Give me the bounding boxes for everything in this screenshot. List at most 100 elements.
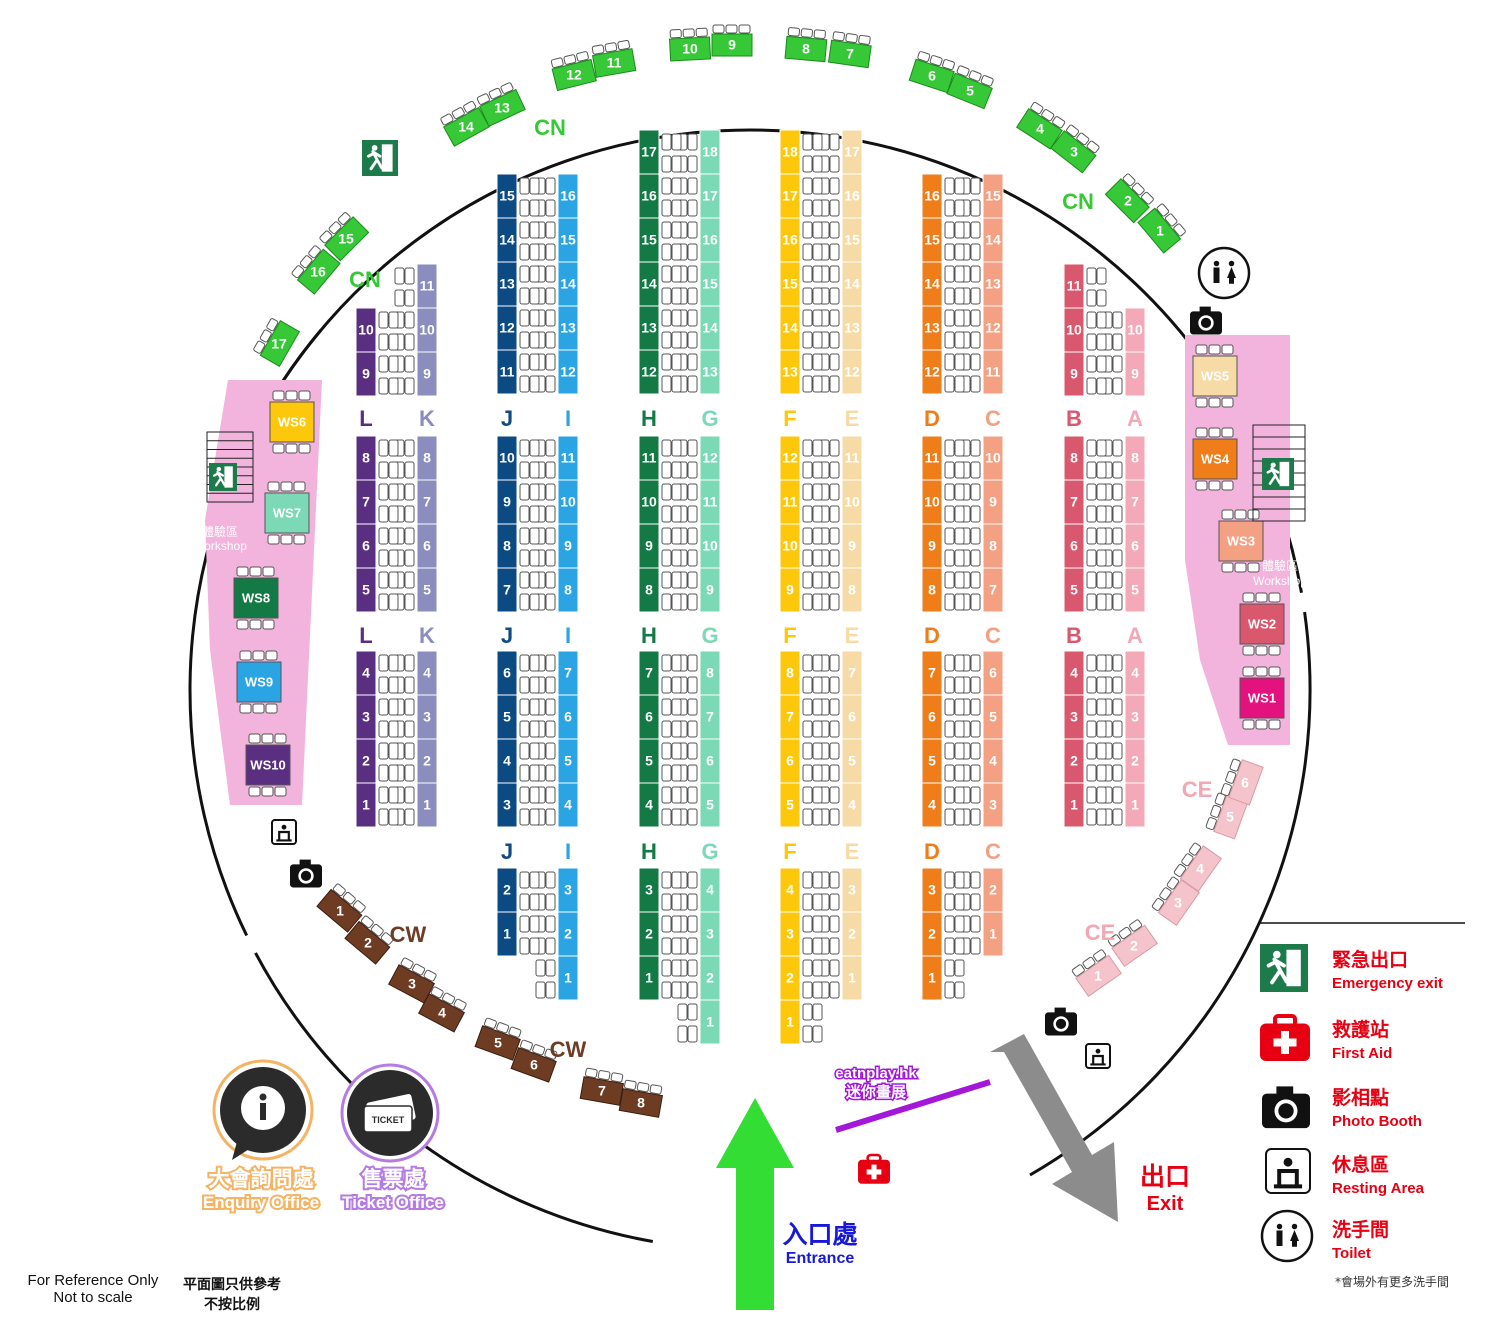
chair-icon [519, 764, 530, 782]
chair-icon [545, 527, 556, 545]
camera-lens [1055, 1018, 1067, 1030]
booth-l1 [355, 782, 377, 828]
toilet-ring [1260, 1209, 1314, 1263]
booth-number: 10 [1066, 322, 1082, 338]
chair-icon [624, 1079, 637, 1090]
chair-icon [970, 676, 981, 694]
chair-icon [1086, 289, 1097, 307]
chair-icon [1255, 645, 1268, 656]
chair-icon [378, 333, 389, 351]
chair-icon [519, 742, 530, 760]
chair-icon [519, 221, 530, 239]
zone-label-ce: CE [1182, 777, 1213, 802]
ring-booth-number: 6 [928, 68, 936, 84]
chair-icon [661, 698, 672, 716]
chair-icon [545, 505, 556, 523]
legend-label-en: Toilet [1332, 1245, 1371, 1262]
chair-icon [944, 959, 955, 977]
ring-booth-body [1228, 759, 1264, 806]
workshop-label: WS4 [1201, 451, 1230, 466]
legend-label-en: Photo Booth [1332, 1113, 1422, 1130]
booth-c11 [982, 349, 1004, 395]
chair-icon [970, 593, 981, 611]
chair-icon [944, 676, 955, 694]
chair-icon [687, 871, 698, 889]
chair-icon [1242, 645, 1255, 656]
chair-icon [404, 549, 415, 567]
chair-icon [661, 199, 672, 217]
chair-icon [954, 221, 965, 239]
chair-icon [576, 51, 589, 62]
column-letter-h: H [641, 839, 657, 864]
booth-number: 10 [782, 538, 798, 554]
chair-icon [661, 937, 672, 955]
chair-icon [239, 650, 252, 661]
chair-icon [954, 981, 965, 999]
chair-icon [954, 959, 965, 977]
chair-icon [388, 377, 399, 395]
chair-icon [802, 375, 813, 393]
ring-booth-number: 4 [438, 1005, 446, 1021]
legend-emergency-exit-icon [1260, 944, 1308, 992]
booth-h1 [638, 955, 660, 1001]
booth-number: 1 [564, 970, 572, 986]
toilet-man-body [1276, 1230, 1283, 1246]
chair-icon [970, 375, 981, 393]
booth-number: 12 [985, 320, 1001, 336]
chair-icon [265, 650, 278, 661]
chair-icon [970, 505, 981, 523]
chair-icon [944, 698, 955, 716]
booth-k5 [416, 567, 438, 613]
booth-k1 [416, 782, 438, 828]
chair-icon [802, 287, 813, 305]
booth-number: 14 [985, 232, 1001, 248]
chair-icon [352, 900, 366, 913]
booth-number: 15 [844, 232, 860, 248]
chair-icon [545, 915, 556, 933]
ring-booth-body [324, 216, 370, 262]
chair-icon [970, 764, 981, 782]
zone-label-cw: CW [550, 1037, 587, 1062]
chair-icon [829, 133, 840, 151]
booth-number: 6 [503, 665, 511, 681]
booth-number: 9 [1070, 366, 1078, 382]
booth-number: 3 [645, 882, 653, 898]
booth-l5 [355, 567, 377, 613]
chair-icon [687, 133, 698, 151]
chair-icon [545, 331, 556, 349]
chair-icon [1086, 527, 1097, 545]
booth-number: 3 [423, 709, 431, 725]
chair-icon [285, 390, 298, 401]
ring-booth-body [474, 1025, 521, 1061]
chair-icon [1112, 527, 1123, 545]
exit-figure-body [367, 150, 384, 171]
booth-number: 13 [782, 364, 798, 380]
workshop-zone-label-cn: 體驗區 [1262, 559, 1298, 573]
booth-number: 5 [564, 753, 572, 769]
chair-icon [519, 871, 530, 889]
chair-icon [519, 199, 530, 217]
booth-number: 9 [423, 366, 431, 382]
ring-booth-body [388, 964, 436, 1004]
chair-icon [1096, 505, 1107, 523]
booth-f13 [779, 349, 801, 395]
chair-icon [545, 265, 556, 283]
chair-icon [1195, 344, 1208, 355]
workshop-table [1192, 355, 1238, 397]
booth-number: 5 [645, 753, 653, 769]
chair-icon [585, 1067, 598, 1078]
chair-icon [661, 331, 672, 349]
chair-icon [1086, 333, 1097, 351]
chair-icon [970, 243, 981, 261]
chair-icon [944, 287, 955, 305]
ring-booth-number: 5 [966, 83, 974, 99]
chair-icon [388, 311, 399, 329]
chair-icon [545, 243, 556, 261]
chair-icon [687, 1003, 698, 1021]
chair-icon [944, 221, 955, 239]
